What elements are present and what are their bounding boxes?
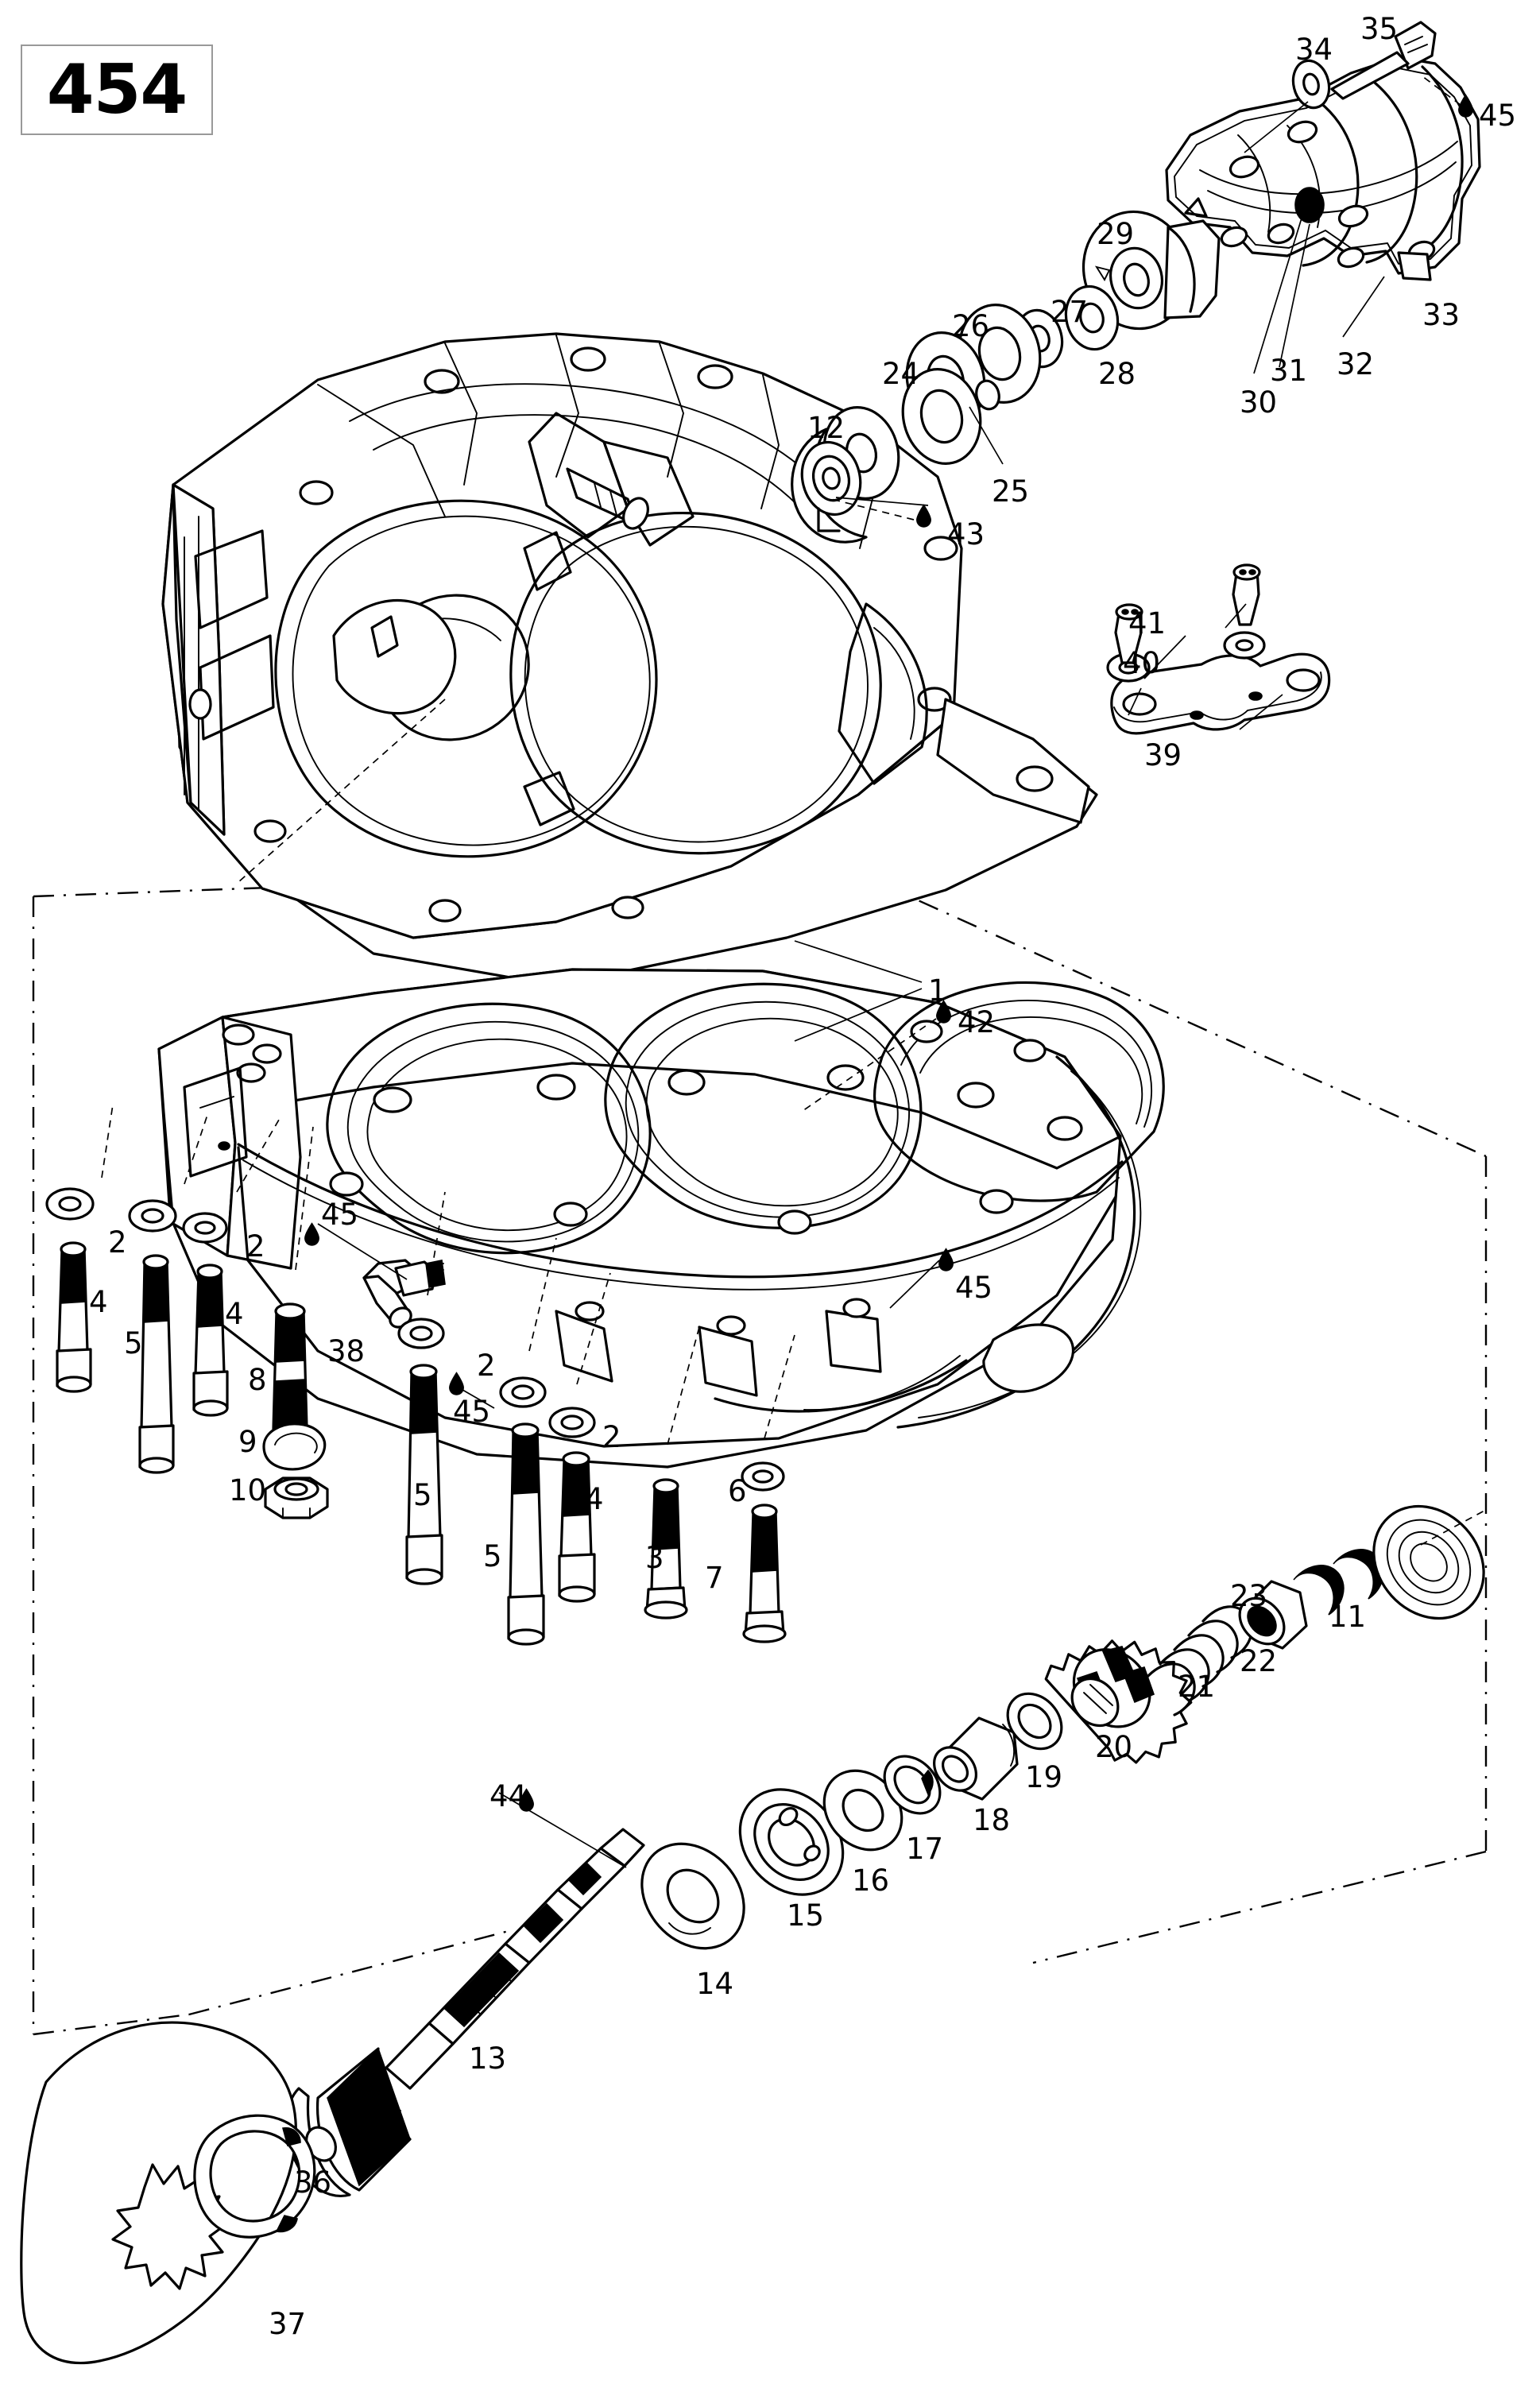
callout-washer-40: 40 [1123, 646, 1161, 680]
callout-washer-2: 2 [477, 1349, 496, 1383]
callout-socket-bolt-4: 4 [585, 1482, 604, 1516]
callout-washer-16: 16 [852, 1863, 890, 1898]
callout-spring-21: 21 [1178, 1670, 1216, 1704]
callout-washer-28: 28 [1098, 357, 1136, 391]
lubricant-callout-45: 45 [1479, 99, 1517, 133]
callout-bolt-3: 3 [645, 1541, 664, 1575]
oil-drop-icon [915, 504, 932, 528]
lubricant-callout-45: 45 [321, 1198, 359, 1232]
oil-drop-icon [935, 1000, 952, 1024]
callout-washer-27: 27 [1051, 295, 1089, 329]
callout-socket-bolt-41: 41 [1128, 606, 1167, 641]
callout-bolt-35: 35 [1360, 12, 1399, 46]
page-number-box: 454 [21, 45, 213, 135]
callout-thrust-washer-19: 19 [1025, 1760, 1063, 1794]
callout-retaining-ring-17: 17 [906, 1832, 944, 1866]
callout-washer-2: 2 [108, 1225, 127, 1260]
oil-drop-icon [1457, 94, 1474, 118]
callout-washer-6: 6 [728, 1474, 747, 1508]
page-number: 454 [46, 50, 188, 130]
lubricant-callout-45: 45 [955, 1271, 993, 1305]
callout-dowel-31: 31 [1270, 354, 1308, 388]
callout-hex-nut-10: 10 [229, 1473, 267, 1507]
callout-ball-bearing-15: 15 [787, 1898, 825, 1933]
callout-oil-seal-12: 12 [807, 411, 845, 445]
oil-drop-icon [938, 1248, 954, 1271]
impeller-blade-37 [20, 2021, 297, 2364]
callout-collar-22: 22 [1240, 1644, 1278, 1678]
callout-impeller-29: 29 [1097, 217, 1135, 251]
lower-crankcase-half [157, 968, 1165, 1469]
callout-drive-shaft-13: 13 [469, 2041, 507, 2076]
callout-washer-2: 2 [246, 1229, 265, 1264]
impeller [1081, 197, 1221, 331]
oil-drop-icon [518, 1788, 535, 1812]
oil-drop-icon [304, 1222, 320, 1246]
callout-ball-bearing-11: 11 [1329, 1600, 1367, 1634]
callout-washer-24: 24 [882, 357, 920, 391]
callout-water-pump-housing-33: 33 [1422, 298, 1461, 332]
callout-bevel-gear-20: 20 [1095, 1730, 1133, 1764]
callout-bolt-7: 7 [705, 1561, 724, 1595]
callout-seal-washer-14: 14 [696, 1967, 734, 2001]
callout-long-socket-bolt-5: 5 [124, 1326, 143, 1360]
oil-drop-icon [448, 1372, 465, 1395]
callout-snap-ring-36: 36 [294, 2165, 332, 2200]
callout-circlip-23: 23 [1230, 1579, 1268, 1613]
water-pump-housing [1165, 56, 1481, 281]
lubricant-callout-42: 42 [958, 1005, 996, 1039]
callout-elbow-fitting-38: 38 [327, 1334, 366, 1368]
callout-crankcase-assembly-1: 1 [928, 973, 947, 1008]
callout-stud-8: 8 [248, 1363, 267, 1397]
main-bearing-saddles [326, 981, 1165, 1255]
upper-crankcase-half [161, 332, 1098, 987]
callout-spacer-sleeve-18: 18 [973, 1803, 1011, 1837]
callout-seal-25: 25 [992, 474, 1030, 509]
callout-socket-bolt-4: 4 [225, 1297, 244, 1331]
lubricant-callout-44: 44 [489, 1779, 528, 1813]
callout-mounting-bracket-39: 39 [1144, 738, 1182, 772]
callout-washer-34: 34 [1295, 33, 1333, 67]
callout-socket-bolt-4: 4 [89, 1285, 108, 1319]
callout-plug-30: 30 [1240, 385, 1278, 420]
leader-lines [101, 75, 1487, 1868]
callout-long-socket-bolt-5: 5 [413, 1478, 432, 1512]
callout-washer-2: 2 [602, 1420, 621, 1454]
callout-impeller-blade-37: 37 [269, 2307, 307, 2341]
callout-washer-26: 26 [952, 309, 990, 343]
lubricant-callout-45: 45 [453, 1395, 491, 1429]
drive-shaft-assembly [284, 1504, 1485, 2197]
callout-housing-bolt-hole-32: 32 [1337, 347, 1375, 381]
lubricant-callout-43: 43 [947, 517, 985, 551]
callout-lock-washer-9: 9 [238, 1425, 257, 1459]
callout-long-socket-bolt-5: 5 [483, 1539, 502, 1573]
